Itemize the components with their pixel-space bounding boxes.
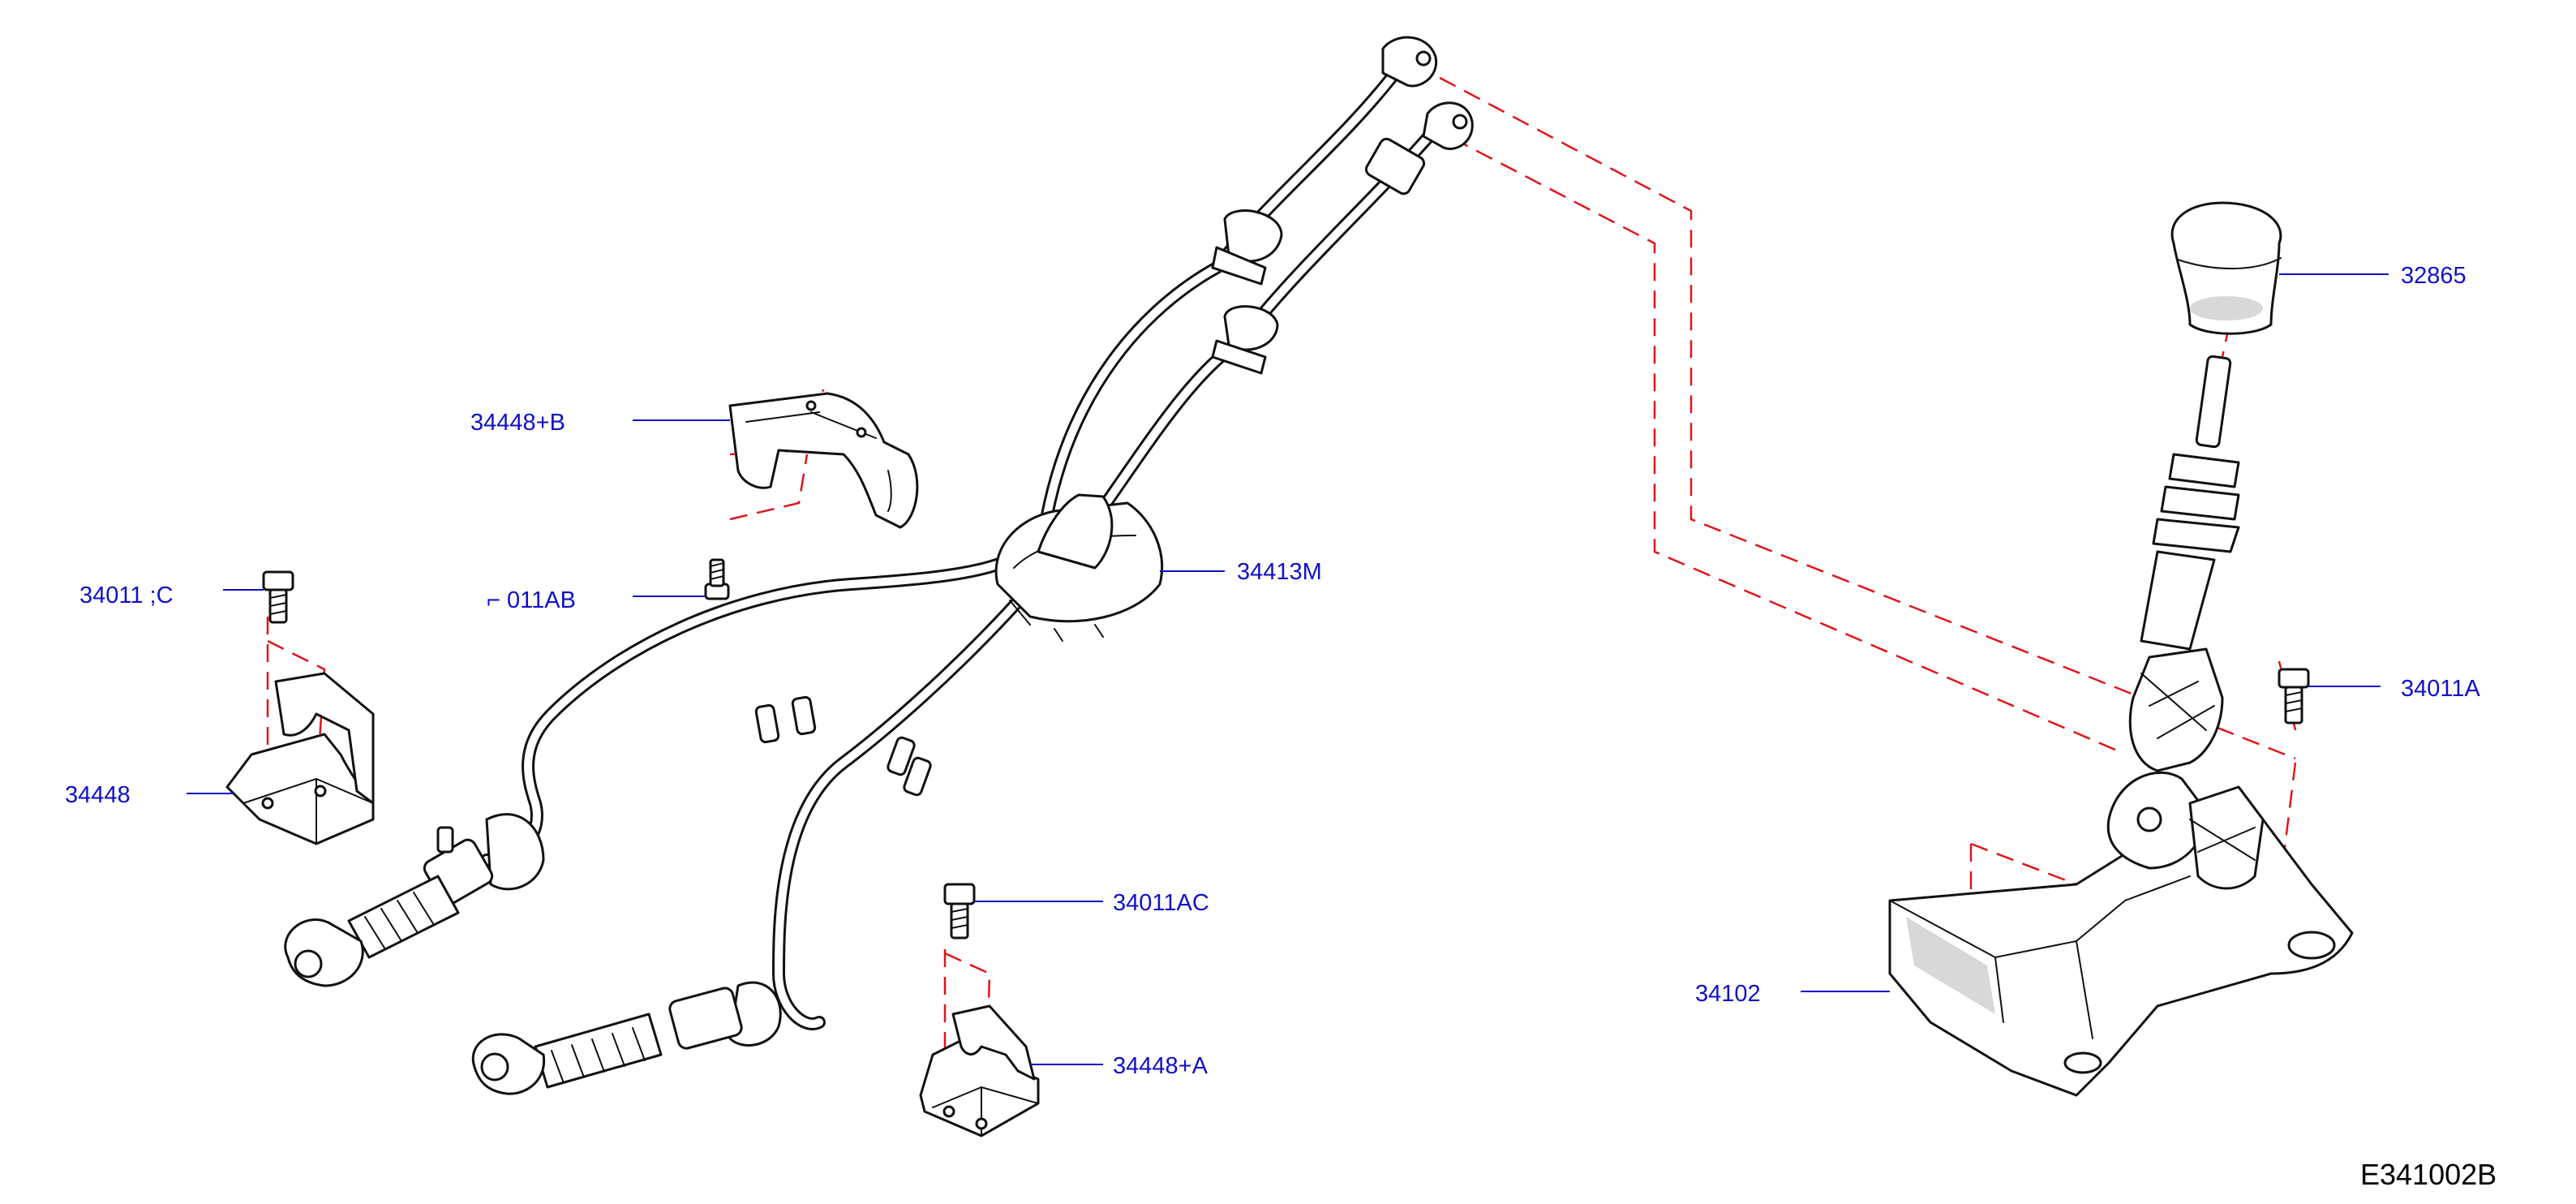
- cable-end-lower: [471, 981, 782, 1095]
- callout-34011ac: 34011AC: [1113, 890, 1209, 916]
- callout-34448-b: 34448+B: [470, 410, 565, 436]
- callout-34448: 34448: [65, 782, 131, 808]
- callouts: 34448+B 34011 ;C ⌐ 011AB 34413M 34448 34…: [65, 263, 2497, 1191]
- bracket-34448: [225, 672, 375, 845]
- bolt-34011c: [262, 570, 294, 624]
- bolt-34011ab: [704, 558, 730, 600]
- callout-32865: 32865: [2401, 263, 2467, 289]
- callout-34102: 34102: [1695, 981, 1761, 1007]
- bolt-34011ac: [943, 883, 976, 940]
- bracket-34448-b: [728, 392, 919, 529]
- callout-34011ab: ⌐ 011AB: [487, 587, 576, 613]
- shifter-base: [1888, 647, 2354, 1097]
- bracket-34448-a: [919, 1004, 1040, 1137]
- shift-knob: [2170, 201, 2282, 335]
- cable-bracket-housing: [994, 493, 1164, 642]
- cable-rod-ends: [1211, 36, 1474, 375]
- callout-34011-c: 34011 ;C: [79, 583, 174, 608]
- shift-cable-assembly: [480, 67, 1434, 1030]
- shift-lever: [2140, 355, 2240, 651]
- callout-leaders: [187, 273, 2389, 1065]
- callout-34413m: 34413M: [1237, 559, 1322, 585]
- figure-reference: E341002B: [2360, 1158, 2497, 1191]
- callout-34448-a: 34448+A: [1113, 1053, 1209, 1079]
- cable-end-left: [284, 813, 545, 987]
- callout-34011a: 34011A: [2401, 676, 2480, 702]
- bolt-34011a: [2278, 668, 2310, 725]
